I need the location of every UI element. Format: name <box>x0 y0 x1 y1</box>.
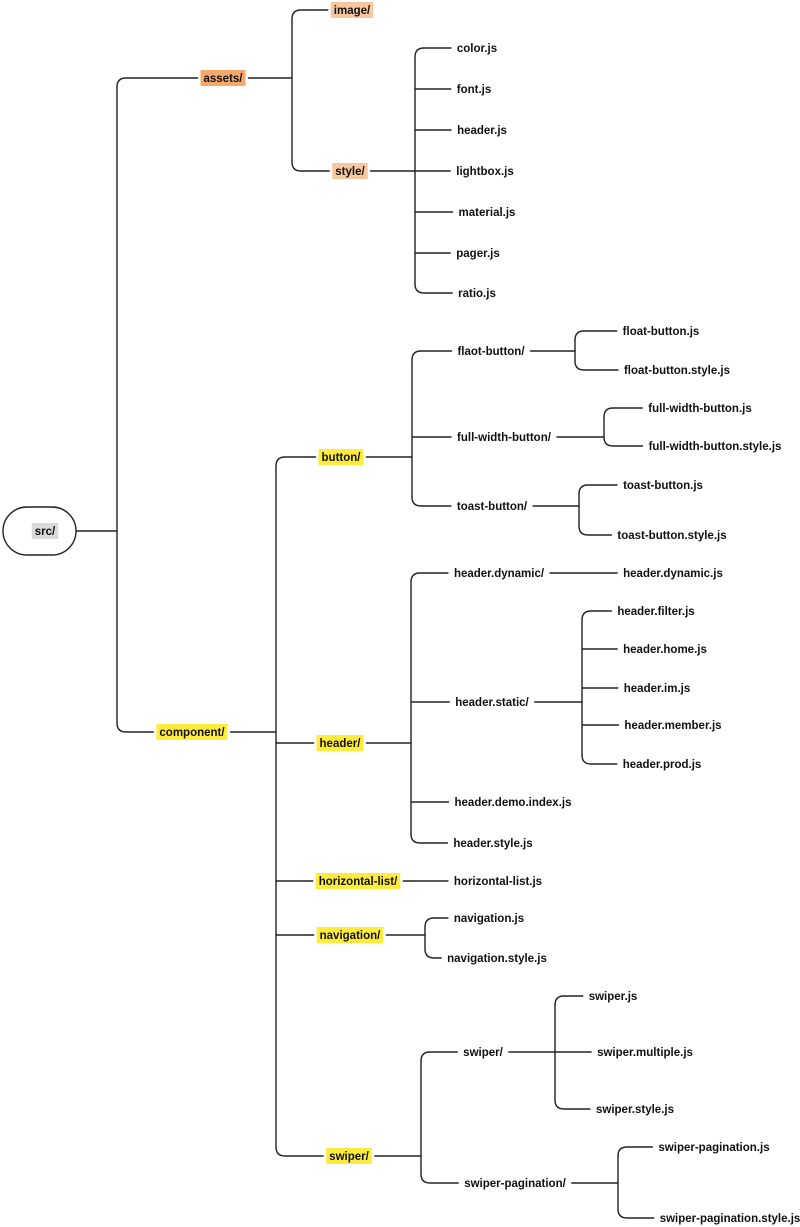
connector-line <box>578 484 618 495</box>
connector-line <box>291 161 330 172</box>
file-node-header-member-js: header.member.js <box>624 720 721 732</box>
file-node-lightbox-js: lightbox.js <box>456 166 514 178</box>
file-node-navigation-js: navigation.js <box>454 913 524 925</box>
file-node-header-filter-js: header.filter.js <box>617 606 694 618</box>
connector-line <box>617 1146 654 1157</box>
folder-node-header-static: header.static/ <box>455 697 529 709</box>
folder-node-swiper: swiper/ <box>329 1151 369 1163</box>
folder-node-toast-button: toast-button/ <box>457 501 528 513</box>
folder-node-component: component/ <box>159 727 225 739</box>
connector-line <box>414 283 453 294</box>
file-node-header-style-js: header.style.js <box>453 838 532 850</box>
connector-line <box>411 496 452 507</box>
file-node-pager-js: pager.js <box>456 248 499 260</box>
file-node-swiper-js: swiper.js <box>589 991 638 1003</box>
folder-node-flaot-button: flaot-button/ <box>457 346 525 358</box>
connector-line <box>424 917 449 928</box>
connector-line <box>291 9 329 20</box>
label-highlight <box>31 523 59 539</box>
connector-line <box>581 610 613 621</box>
connector-line <box>410 572 449 583</box>
folder-node-src: src/ <box>35 526 56 538</box>
label-highlight <box>316 735 364 751</box>
file-node-toast-button-style-js: toast-button.style.js <box>617 530 726 542</box>
file-node-float-button-style-js: float-button.style.js <box>624 365 730 377</box>
label-highlight <box>156 724 228 740</box>
label-highlight <box>330 2 374 18</box>
file-node-navigation-style-js: navigation.style.js <box>447 953 547 965</box>
folder-node-navigation: navigation/ <box>320 930 382 942</box>
file-node-header-js: header.js <box>457 125 507 137</box>
file-node-swiper-multiple-js: swiper.multiple.js <box>597 1047 693 1059</box>
file-node-header-prod-js: header.prod.js <box>623 759 702 771</box>
connector-line <box>578 525 613 536</box>
folder-node-full-width-button: full-width-button/ <box>457 432 552 444</box>
label-highlight <box>318 449 364 465</box>
folder-node-assets: assets/ <box>203 73 243 85</box>
label-highlight <box>326 1148 372 1164</box>
file-node-material-js: material.js <box>459 207 516 219</box>
folder-node-header: header/ <box>320 738 362 750</box>
label-highlight <box>315 873 401 889</box>
connector-line <box>116 77 199 88</box>
connector-line <box>554 995 584 1006</box>
file-node-header-dynamic-js: header.dynamic.js <box>623 568 723 580</box>
label-highlight <box>332 163 368 179</box>
connector-line <box>581 754 618 765</box>
connector-line <box>574 360 619 371</box>
file-node-full-width-button-js: full-width-button.js <box>648 403 751 415</box>
connector-line <box>411 350 453 361</box>
file-node-header-im-js: header.im.js <box>624 683 690 695</box>
file-node-float-button-js: float-button.js <box>623 326 700 338</box>
folder-node-image: image/ <box>334 5 371 17</box>
connector-line <box>424 948 442 959</box>
file-node-horizontal-list-js: horizontal-list.js <box>454 876 542 888</box>
file-node-full-width-button-style-js: full-width-button.style.js <box>649 441 782 453</box>
connector-line <box>275 1146 324 1157</box>
file-node-header-demo-index-js: header.demo.index.js <box>455 797 572 809</box>
connector-line <box>574 330 618 341</box>
label-highlight <box>316 927 384 943</box>
folder-node-swiper: swiper/ <box>463 1047 503 1059</box>
connector-line <box>603 407 643 418</box>
connector-line <box>116 722 155 733</box>
connector-line <box>420 1051 458 1062</box>
folder-node-horizontal-list: horizontal-list/ <box>319 876 398 888</box>
folder-node-swiper-pagination: swiper-pagination/ <box>464 1178 566 1190</box>
connector-line <box>414 47 452 58</box>
file-node-ratio-js: ratio.js <box>458 288 496 300</box>
file-node-header-home-js: header.home.js <box>623 644 707 656</box>
folder-node-style: style/ <box>335 166 365 178</box>
connector-line <box>554 1099 591 1110</box>
label-highlight <box>200 70 246 86</box>
connector-line <box>617 1208 655 1219</box>
folder-node-button: button/ <box>322 452 362 464</box>
file-node-toast-button-js: toast-button.js <box>623 480 703 492</box>
connector-line <box>275 456 317 467</box>
file-node-swiper-style-js: swiper.style.js <box>596 1104 674 1116</box>
file-node-swiper-pagination-style-js: swiper-pagination.style.js <box>660 1213 800 1225</box>
connector-line <box>420 1173 459 1184</box>
file-node-font-js: font.js <box>457 84 492 96</box>
file-node-swiper-pagination-js: swiper-pagination.js <box>658 1142 769 1154</box>
connector-line <box>410 833 449 844</box>
folder-node-header-dynamic: header.dynamic/ <box>454 568 545 580</box>
connector-line <box>603 436 644 447</box>
file-node-color-js: color.js <box>457 43 497 55</box>
